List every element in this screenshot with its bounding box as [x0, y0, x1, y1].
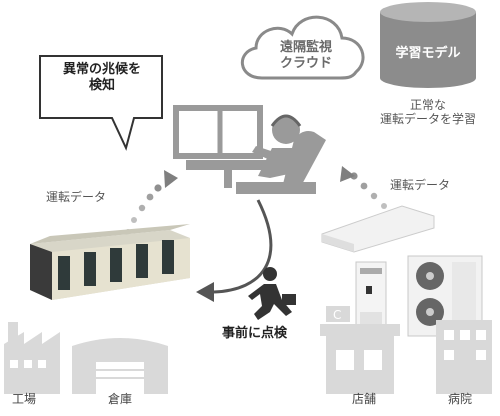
running-technician-icon	[248, 267, 296, 320]
data-flow-arrow-left	[125, 170, 178, 235]
factory-icon	[4, 322, 60, 394]
learning-model-label: 学習モデル	[395, 46, 461, 61]
anomaly-line-1: 異常の兆候を	[62, 62, 141, 77]
data-flow-arrow-right	[340, 166, 387, 209]
location-hospital-label: 病院	[448, 392, 473, 406]
learning-desc-line-1: 正常な	[409, 98, 446, 112]
location-factory-label: 工場	[12, 392, 37, 406]
location-warehouse-label: 倉庫	[108, 392, 133, 406]
inspection-label: 事前に点検	[222, 326, 288, 341]
ceiling-ac-unit-icon	[321, 205, 435, 253]
operator-workstation-icon	[173, 105, 326, 194]
learning-desc-line-2: 運転データを学習	[379, 112, 476, 127]
chiller-units-icon	[30, 224, 190, 300]
cloud-label: 遠隔監視 クラウド	[266, 40, 346, 71]
hospital-icon	[436, 320, 492, 394]
store-icon: C	[320, 306, 400, 394]
location-store-label: 店舗	[352, 392, 377, 406]
anomaly-detection-label: 異常の兆候を 検知	[46, 62, 158, 93]
cloud-line-2: クラウド	[279, 55, 332, 71]
data-label-left: 運転データ	[46, 190, 107, 204]
data-label-right: 運転データ	[390, 178, 451, 192]
learning-description: 正常な 運転データを学習	[372, 98, 484, 127]
svg-text:C: C	[333, 308, 341, 322]
cloud-line-1: 遠隔監視	[279, 40, 332, 55]
warehouse-icon	[72, 338, 168, 394]
anomaly-line-2: 検知	[88, 77, 115, 93]
cloud-icon	[240, 15, 365, 80]
inspection-arrow	[196, 199, 273, 302]
database-cylinder-icon	[380, 2, 476, 88]
speech-bubble	[39, 55, 163, 151]
